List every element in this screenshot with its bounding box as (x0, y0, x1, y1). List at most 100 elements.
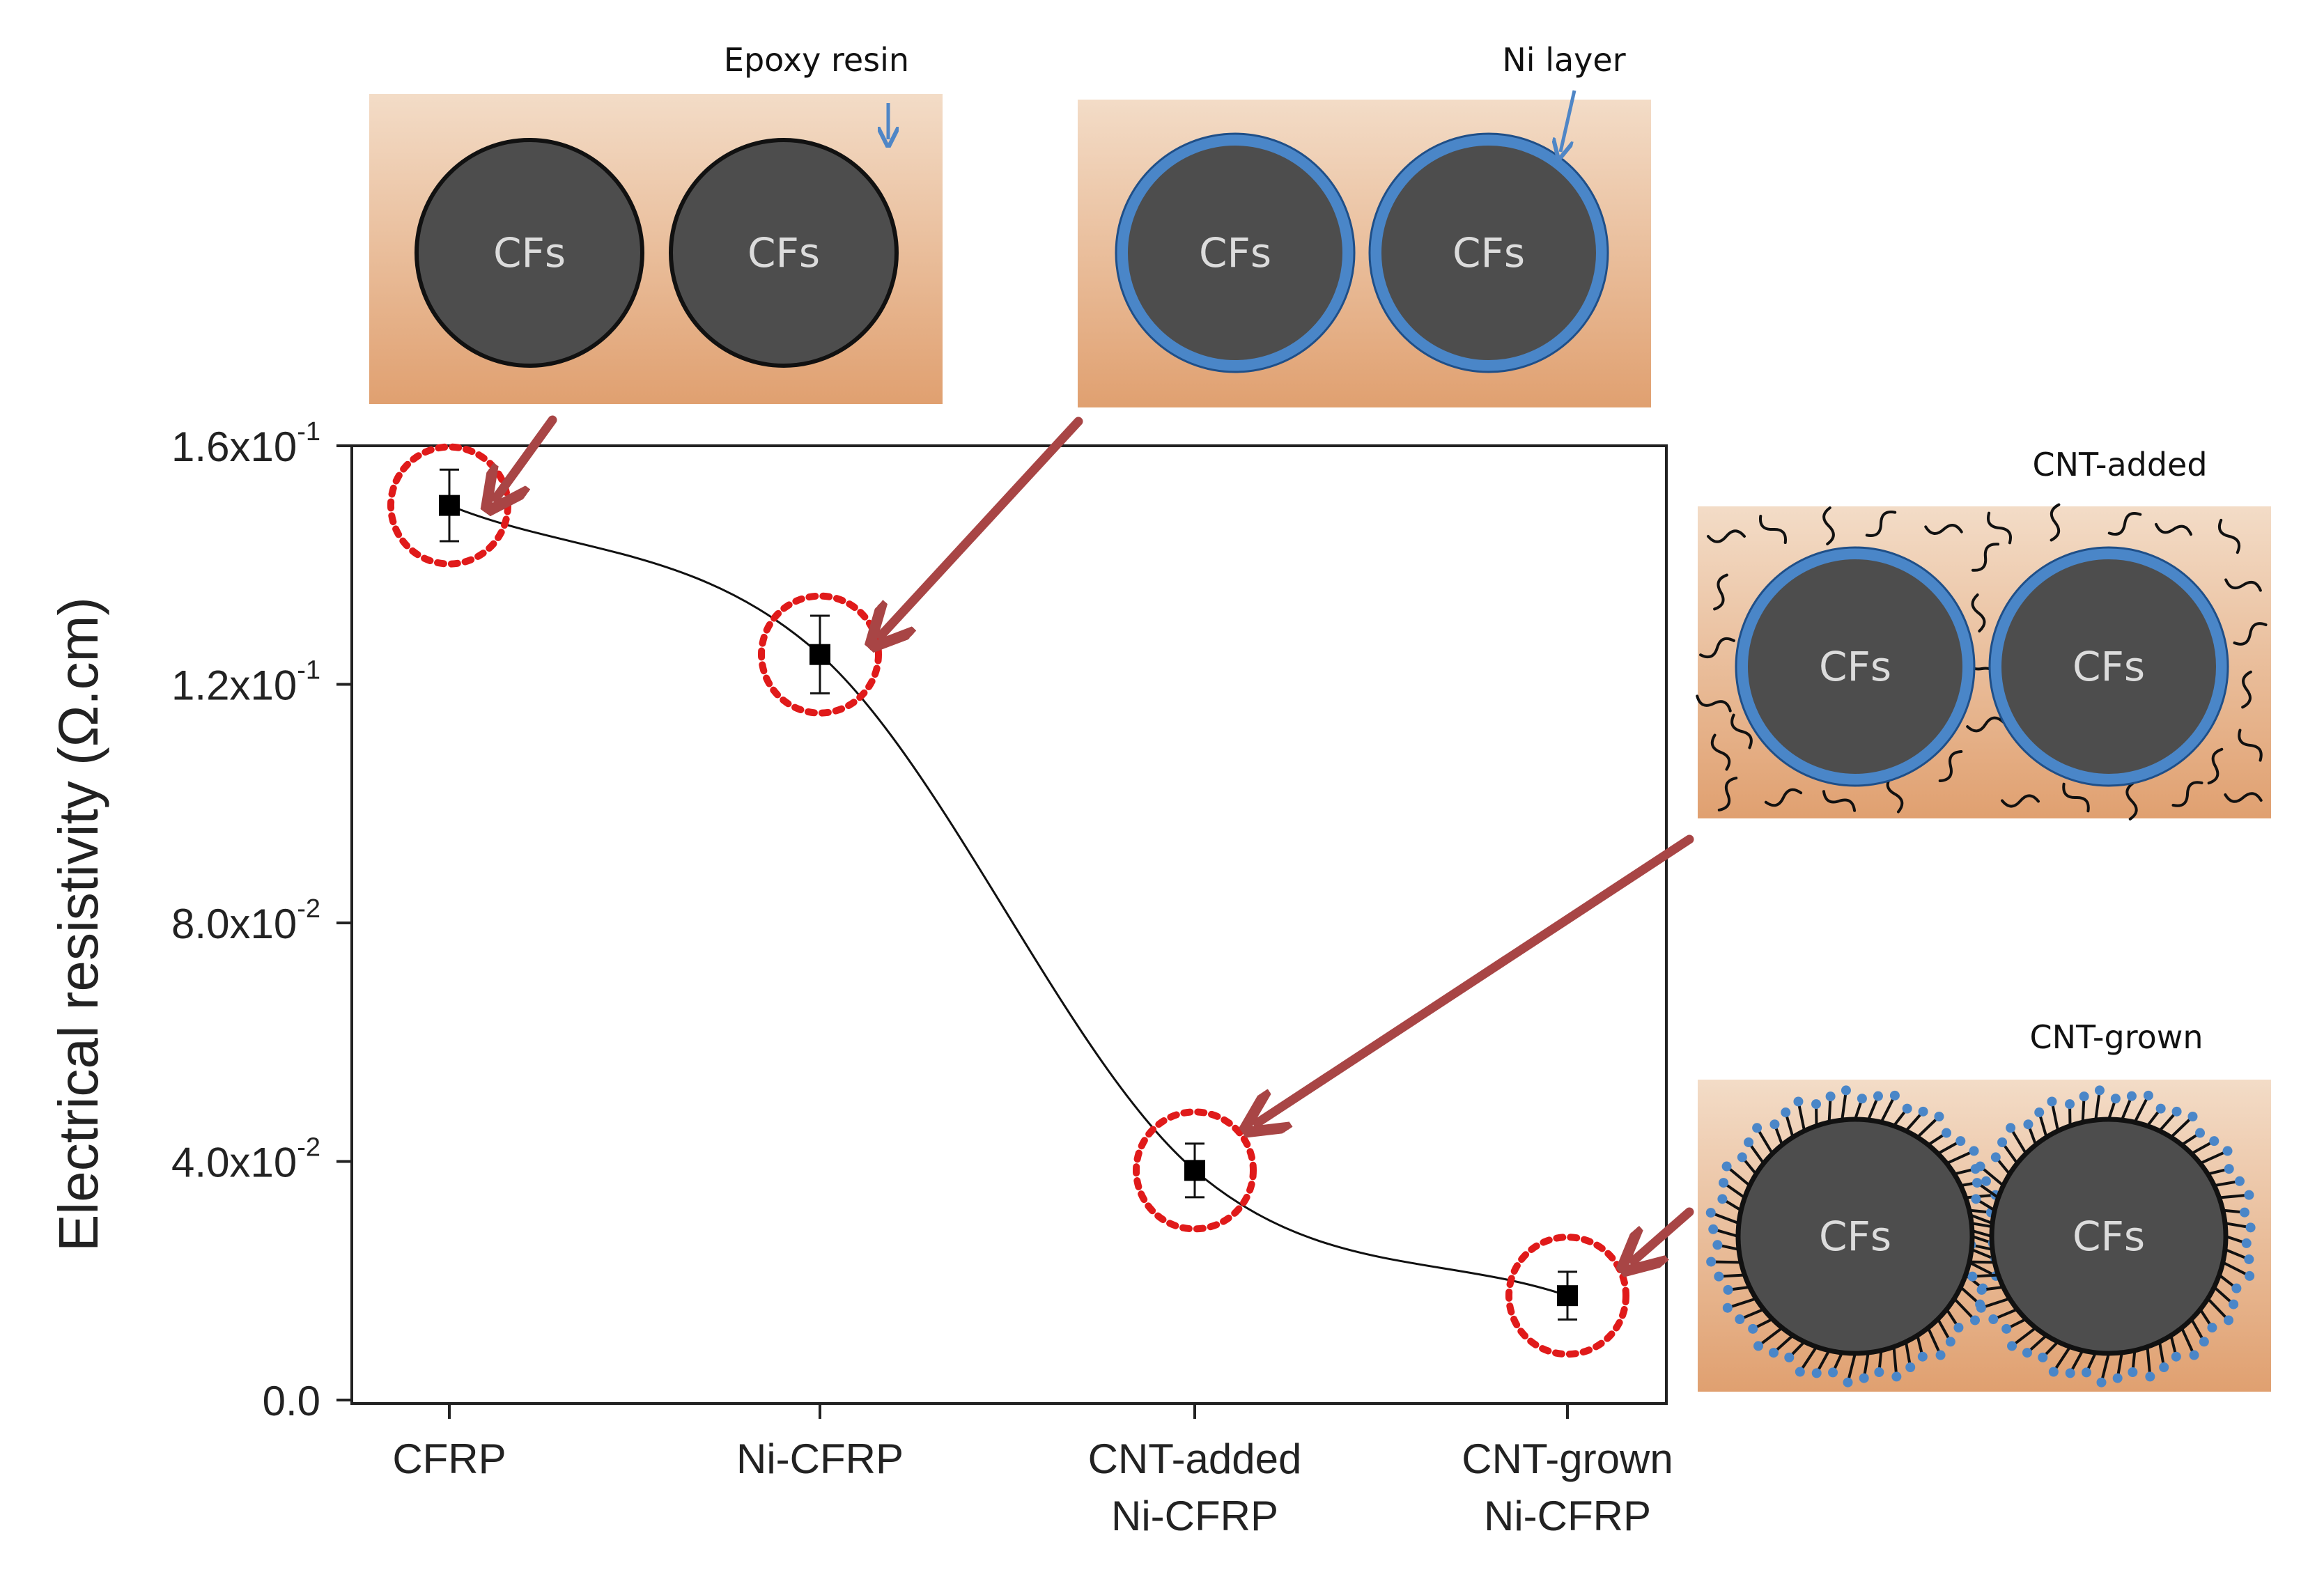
cnt-tip (1723, 1284, 1733, 1295)
cnt-tip (1735, 1314, 1745, 1325)
ni-layer-outline (1115, 132, 1356, 373)
cnt-squiggle (1971, 543, 2000, 572)
fiber-label: CFs (2073, 643, 2145, 690)
cnt-hair (1711, 1260, 1742, 1264)
cnt-tip (1902, 1103, 1912, 1114)
arrow-cnt-grown (1634, 1207, 1694, 1261)
cnt-tip (1969, 1146, 1979, 1156)
cnt-hair (1926, 1327, 1942, 1356)
cnt-squiggle (1713, 573, 1728, 611)
cnt-tip (1828, 1367, 1838, 1378)
highlight-circle (1133, 1108, 1257, 1233)
epoxy-resin-label: Epoxy resin (724, 41, 909, 79)
cnt-squiggle (1717, 777, 1738, 811)
cnt-tip (1752, 1123, 1763, 1133)
cnt-squiggle (1764, 788, 1803, 807)
cnt-tip (2155, 1103, 2166, 1114)
cnt-tip (2187, 1111, 2198, 1121)
cnt-tip (2195, 1128, 2206, 1138)
cnt-tip (2023, 1119, 2034, 1130)
cnt-tip (1857, 1094, 1867, 1104)
cnt-hair (2206, 1297, 2230, 1321)
cnt-hair (1799, 1346, 1818, 1373)
cnt-tip (2245, 1270, 2255, 1281)
y-tick-label: 0.0 (263, 1378, 320, 1424)
cnt-squiggle (2001, 794, 2040, 808)
y-tick-exponent: -2 (297, 894, 320, 924)
cnt-tip (2209, 1136, 2220, 1146)
cnt-tip (2047, 1096, 2057, 1107)
cnt-squiggle (2241, 670, 2252, 709)
cnt-tip (2231, 1283, 2242, 1293)
cnt-squiggle (1730, 713, 1753, 749)
cnt-hair (1968, 1261, 1997, 1277)
cnt-hair (1841, 1090, 1847, 1121)
cnt-tip (2096, 1377, 2107, 1387)
cnt-squiggle (1696, 694, 1732, 713)
cnt-squiggle (2125, 782, 2138, 821)
pointer-arrows (496, 415, 1694, 1261)
y-tick-label: 1.6x10-1 (171, 417, 320, 470)
cnt-tip (2199, 1337, 2209, 1347)
cnt-tip (1967, 1271, 1978, 1282)
cnt-hair (1880, 1094, 1896, 1124)
cnt-tip (1784, 1352, 1795, 1362)
cnt-tip (1972, 1178, 1983, 1188)
fiber-label: CFs (747, 229, 820, 277)
cnt-squiggle (2224, 792, 2263, 803)
cnt-tip (2128, 1367, 2138, 1377)
cnt-hair (1726, 1165, 1751, 1187)
fiber-label: CFs (493, 229, 566, 277)
ni-coated-fiber-1 (1737, 548, 1974, 785)
cnt-tip (1737, 1152, 1747, 1163)
cnt-tip (2239, 1207, 2249, 1218)
cnt-squiggle (2171, 781, 2203, 807)
cnt-squiggle (1822, 790, 1857, 812)
cnt-hair (2052, 1346, 2072, 1373)
carbon-fiber-1 (415, 138, 644, 368)
y-tick-label: 1.2x10-1 (171, 656, 320, 709)
cnt-tip (2007, 1341, 2017, 1351)
cnt-tip (2079, 1091, 2089, 1102)
cnt-tip (1793, 1096, 1804, 1107)
cnt-tip (2189, 1350, 2199, 1360)
cnt-squiggle (2107, 511, 2142, 536)
cnt-tip (1942, 1128, 1952, 1138)
ni-layer-outline (1368, 132, 1609, 373)
cnt-tip (1811, 1099, 1822, 1110)
cnt-tip (2065, 1099, 2075, 1110)
fiber-label: CFs (2073, 1213, 2145, 1260)
cnt-tip (1769, 1119, 1780, 1130)
cnt-tip (1706, 1257, 1717, 1267)
arrow-cfrp (496, 415, 557, 498)
cnt-tip (1953, 1323, 1964, 1333)
inset-cnt-grown: CNT-grown CFs CFs (1698, 1018, 2271, 1392)
cnt-hair (2050, 1101, 2060, 1132)
plot-frame (350, 444, 1668, 1405)
cnt-hair (1981, 1297, 2011, 1309)
grown-cnts (1705, 1085, 2256, 1387)
cnt-hair (1727, 1297, 1757, 1309)
cnt-tip (1988, 1314, 1999, 1325)
cnt-squiggle (1865, 511, 1897, 537)
cnt-hair (2094, 1090, 2101, 1121)
cnt-squiggle (1924, 524, 1963, 535)
cnt-tip (2244, 1254, 2254, 1264)
cnt-squiggle (1886, 775, 1904, 814)
fiber-label: CFs (1819, 643, 1891, 690)
cnt-tip (1714, 1271, 1724, 1282)
cnt-hair (1965, 1193, 1996, 1199)
cnt-tip (2110, 1094, 2121, 1104)
cnt-tip (1744, 1137, 1754, 1147)
y-tick-exponent: -1 (297, 656, 320, 685)
inset-ni-cfrp: CFs CFs Ni layer (1078, 41, 1651, 407)
cnt-tip (1795, 1367, 1805, 1377)
cnt-squiggle (1987, 511, 2012, 545)
cnt-tip (1981, 1176, 1991, 1186)
cnt-hair (2009, 1127, 2027, 1155)
cnt-hair (1710, 1211, 1740, 1225)
ni-coated-fiber-2 (1370, 134, 1607, 371)
cnt-tip (1934, 1111, 1944, 1121)
